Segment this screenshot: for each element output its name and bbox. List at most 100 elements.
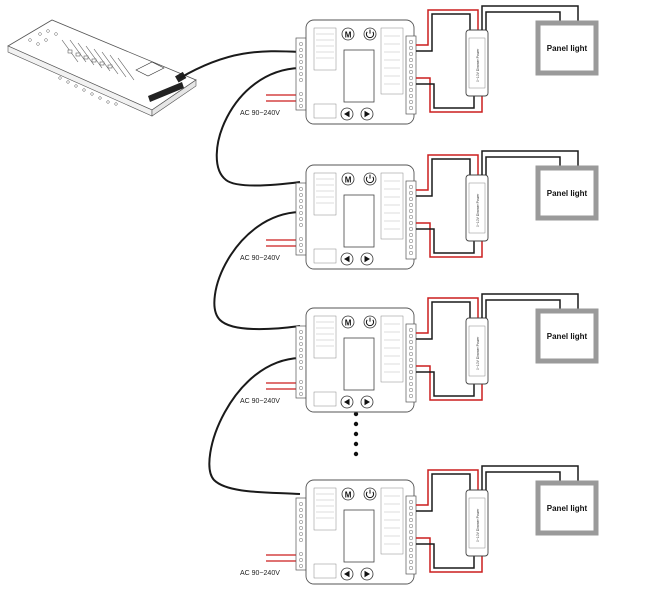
terminal-screw [408, 375, 414, 381]
terminal-screw [408, 214, 414, 220]
dimmer-label-area [468, 325, 486, 377]
terminal-screw [408, 357, 414, 363]
terminal-screw [408, 99, 414, 105]
decoder-display [343, 49, 375, 103]
terminal-screw [299, 514, 303, 518]
terminal-screw [299, 223, 303, 227]
ac-input-label: AC 90~240V [240, 398, 280, 405]
terminal-screw [299, 354, 303, 358]
terminal-screw [408, 226, 414, 232]
mode-button [341, 487, 355, 501]
power-button [363, 315, 377, 329]
decoder-display [343, 194, 375, 248]
dimmer-wire-black [416, 228, 475, 254]
decoder-display [343, 337, 375, 391]
terminal-screw [299, 564, 303, 568]
terminal-screw [408, 565, 414, 571]
dimmer-wire-black [416, 543, 475, 569]
terminal-screw [408, 238, 414, 244]
power-button [363, 487, 377, 501]
terminal-screw [408, 339, 414, 345]
dimmer-wire-black [416, 83, 475, 109]
terminal-screw [408, 232, 414, 238]
terminal-screw [299, 237, 303, 241]
right-arrow-icon [364, 110, 370, 118]
dimmer-wire-red [416, 154, 479, 191]
terminal-screw [299, 330, 303, 334]
panel-light-icon [535, 308, 599, 364]
dimmer-label: 0~10V Dimmer Power [476, 48, 480, 82]
terminal-screw [299, 502, 303, 506]
dimmer-label: 0~10V Dimmer Power [476, 336, 480, 370]
panel-wire-black [481, 5, 579, 30]
panel-wire-black [485, 299, 561, 318]
ac-input-label: AC 90~240V [240, 110, 280, 117]
dimmer-wire-red [416, 469, 479, 506]
panel-wire-black [485, 156, 561, 175]
right-arrow-icon [364, 570, 370, 578]
terminal-screw [299, 243, 303, 247]
dimmer-wire-red [416, 9, 479, 46]
terminal-screw [299, 217, 303, 221]
terminal-screw [408, 244, 414, 250]
panel-light-icon [535, 20, 599, 76]
ac-input-label: AC 90~240V [240, 255, 280, 262]
power-icon [365, 319, 375, 327]
terminal-screw [408, 202, 414, 208]
terminal-screw [408, 75, 414, 81]
ac-input-label: AC 90~240V [240, 570, 280, 577]
mode-button-label: M [345, 30, 352, 39]
mode-button-label: M [345, 175, 352, 184]
decoder-spec-panel [380, 315, 404, 383]
panel-wire-black [485, 471, 561, 490]
decoder-output-terminal [405, 495, 417, 575]
power-button [363, 172, 377, 186]
terminal-screw [299, 348, 303, 352]
terminal-screw [408, 327, 414, 333]
terminal-screw [408, 559, 414, 565]
terminal-screw [408, 190, 414, 196]
terminal-screw [299, 66, 303, 70]
terminal-screw [408, 63, 414, 69]
panel-light-label: Panel light [547, 504, 588, 513]
panel-wire-black [481, 293, 579, 318]
terminal-screw [299, 193, 303, 197]
decoder-spec-panel [313, 103, 337, 119]
terminal-screw [408, 93, 414, 99]
mode-button-label: M [345, 318, 352, 327]
terminal-screw [299, 526, 303, 530]
terminal-screw [408, 363, 414, 369]
dimmer-label-area [468, 182, 486, 234]
terminal-screw [299, 187, 303, 191]
terminal-screw [408, 393, 414, 399]
dimmer-wire-red [416, 537, 483, 573]
terminal-screw [408, 345, 414, 351]
terminal-screw [299, 336, 303, 340]
terminal-screw [299, 520, 303, 524]
dmx-chain-cable-3 [208, 357, 301, 495]
power-button [363, 27, 377, 41]
terminal-screw [408, 505, 414, 511]
panel-light-label: Panel light [547, 44, 588, 53]
terminal-screw [299, 386, 303, 390]
terminal-screw [408, 499, 414, 505]
terminal-screw [408, 184, 414, 190]
terminal-screw [299, 508, 303, 512]
dimmer-label: 0~10V Dimmer Power [476, 508, 480, 542]
terminal-screw [408, 529, 414, 535]
power-icon [365, 31, 375, 39]
mode-button [341, 172, 355, 186]
terminal-screw [408, 381, 414, 387]
terminal-screw [408, 105, 414, 111]
decoder-spec-panel [313, 27, 337, 71]
terminal-screw [408, 517, 414, 523]
mode-button [341, 315, 355, 329]
terminal-screw [299, 380, 303, 384]
terminal-screw [408, 51, 414, 57]
right-arrow-icon [364, 398, 370, 406]
decoder-spec-panel [313, 563, 337, 579]
terminal-screw [408, 351, 414, 357]
decoder-spec-panel [380, 487, 404, 555]
terminal-screw [299, 42, 303, 46]
